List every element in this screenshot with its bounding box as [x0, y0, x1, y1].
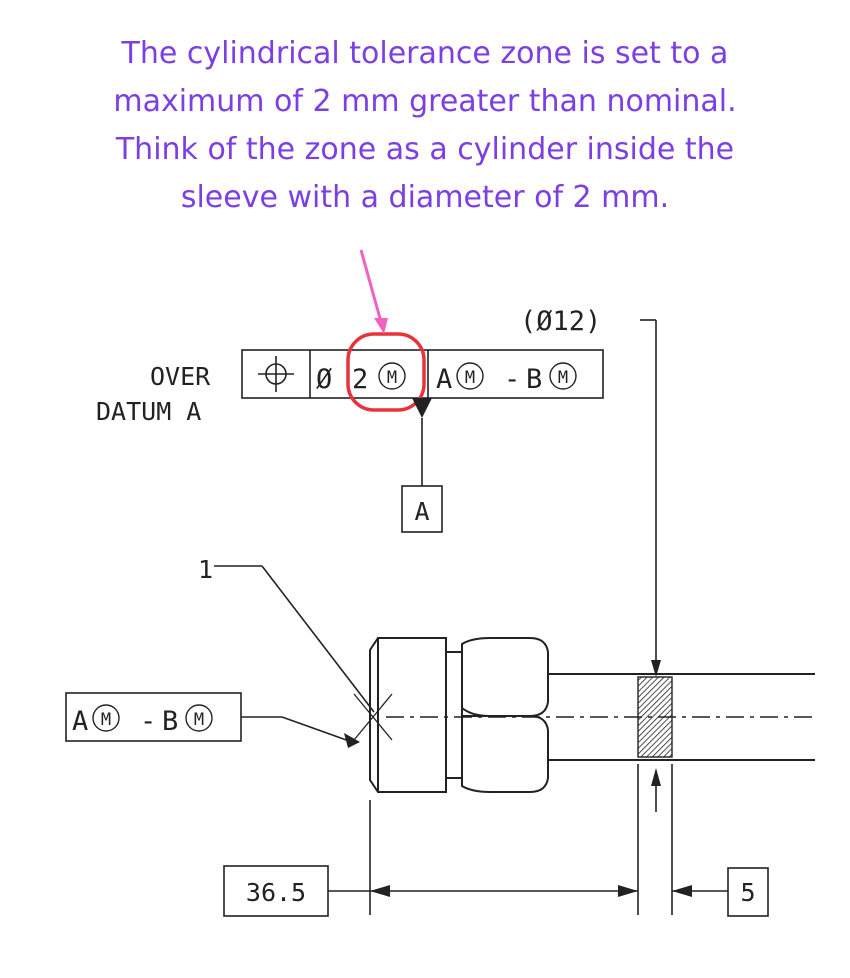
- tolerance-modifier: M: [387, 368, 397, 388]
- hatched-zone: [637, 676, 673, 758]
- left-datum1-modifier: M: [101, 710, 111, 730]
- leader-number: 1: [198, 555, 213, 584]
- datum-frame: [401, 485, 443, 533]
- fcf-datum-1: A: [436, 364, 452, 395]
- dim-length-arrow-right-icon: [618, 885, 638, 897]
- caption-line-1: The cylindrical tolerance zone is set to…: [121, 36, 729, 71]
- reference-dimension: (Ø12): [520, 306, 601, 337]
- tolerance-value: 2: [352, 364, 368, 395]
- highlight-circle: [346, 332, 426, 412]
- reference-arrow-icon: [651, 660, 661, 677]
- caption: The cylindrical tolerance zone is set to…: [20, 30, 830, 222]
- datum-label: A: [414, 497, 429, 526]
- position-symbol-icon: [258, 356, 294, 392]
- center-mark: [353, 693, 393, 741]
- dim-width-arrow-icon: [672, 885, 692, 897]
- dim-width-frame: [727, 867, 769, 917]
- pointer-arrow-icon: [359, 249, 388, 334]
- fcf-datum-separator: -: [504, 364, 520, 395]
- tolerance-diameter-symbol: Ø: [316, 364, 332, 395]
- dim-length-value: 36.5: [246, 878, 306, 907]
- dim-length-arrow-left-icon: [370, 885, 390, 897]
- datum-triangle-icon: [412, 398, 432, 418]
- caption-line-2: maximum of 2 mm greater than nominal.: [113, 84, 737, 119]
- fcf-datum1-modifier: M: [465, 368, 475, 388]
- left-frame-leader: [241, 716, 353, 743]
- fcf-datum2-modifier: M: [558, 368, 568, 388]
- fcf-datum2-mmc-icon: [549, 362, 577, 390]
- left-datum-2: B: [162, 706, 178, 737]
- left-datum-separator: -: [140, 706, 156, 737]
- reference-leader: [640, 319, 657, 660]
- caption-line-3: Think of the zone as a cylinder inside t…: [115, 132, 735, 167]
- part-outline: [369, 637, 815, 793]
- extension-lines: [369, 764, 673, 915]
- left-datum-1: A: [72, 706, 88, 737]
- leader-1-line: [214, 565, 375, 713]
- mmc-circle-icon: [378, 362, 406, 390]
- note-over: OVER: [150, 362, 211, 391]
- caption-line-4: sleeve with a diameter of 2 mm.: [180, 180, 670, 215]
- left-datum2-mmc-icon: [185, 704, 213, 732]
- left-datum2-modifier: M: [194, 710, 204, 730]
- note-datum-a: DATUM A: [96, 397, 201, 426]
- fcf-datum1-mmc-icon: [456, 362, 484, 390]
- left-frame-arrow-icon: [344, 733, 360, 748]
- left-datum1-mmc-icon: [92, 704, 120, 732]
- fcf-datum-2: B: [526, 364, 542, 395]
- dim-width-value: 5: [740, 878, 755, 907]
- zone-bottom-arrow-icon: [651, 768, 661, 786]
